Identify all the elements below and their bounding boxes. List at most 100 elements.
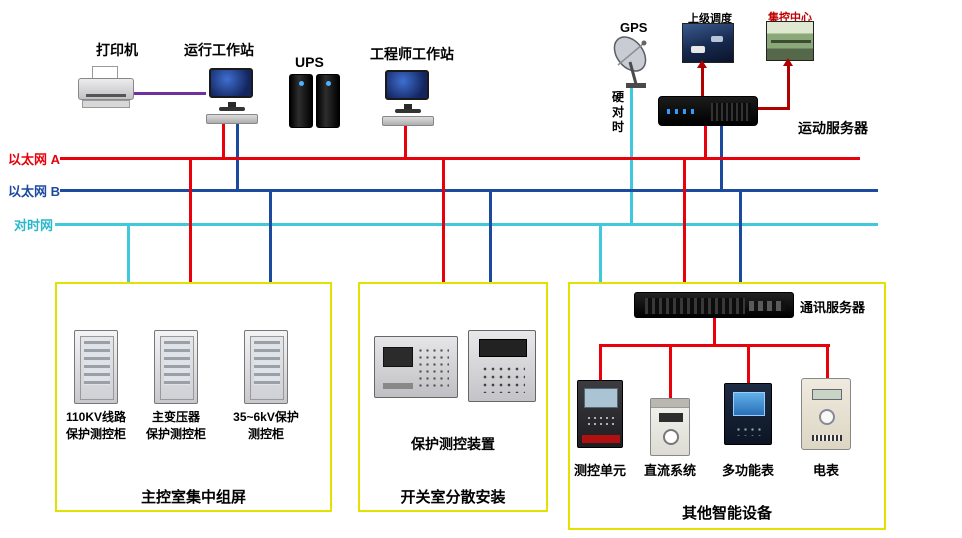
device-dial	[663, 429, 679, 445]
ups-tower	[316, 74, 340, 128]
gps-antenna-icon	[606, 32, 660, 90]
server-to-dispatch-line	[701, 66, 704, 96]
drop-right-ethernet-b	[739, 190, 742, 292]
drop-energy-meter	[826, 344, 829, 378]
cabinet-35kv-label: 35~6kV保护 测控柜	[233, 410, 299, 441]
device-keys	[586, 415, 616, 429]
device-dial	[819, 409, 835, 425]
keyboard	[206, 114, 258, 124]
time-net-label: 对时网	[14, 218, 54, 233]
operator-workstation-icon	[206, 68, 258, 126]
dispatch-label: 上级调度	[688, 13, 732, 25]
server-leds	[667, 109, 697, 114]
measuring-unit-label: 测控单元	[573, 463, 626, 478]
comm-server-down-line	[713, 318, 716, 345]
ups-label: UPS	[295, 54, 324, 70]
drop-left-time-net	[127, 224, 130, 282]
ups-icon	[288, 72, 342, 130]
cabinet-transformer-icon	[154, 330, 198, 404]
monitor-neck	[228, 102, 236, 107]
comm-server-label: 通讯服务器	[800, 300, 866, 315]
engineer-workstation-icon	[382, 70, 434, 128]
device-distribution-bus	[599, 344, 830, 347]
right-group-title: 其他智能设备	[681, 505, 772, 522]
drop-measuring-unit	[599, 344, 602, 380]
dc-system-icon	[650, 398, 690, 456]
photo-detail	[771, 40, 811, 43]
printer-slot	[86, 94, 126, 97]
telecontrol-server-icon	[658, 96, 758, 126]
server-vents	[711, 103, 751, 121]
energy-meter-label: 电表	[812, 463, 839, 478]
monitor-base	[395, 109, 421, 113]
drop-right-time-net	[599, 224, 602, 282]
server-to-control-center-line-h	[758, 107, 790, 110]
cabinet-110kv-icon	[74, 330, 118, 404]
control-center-photo	[766, 21, 814, 61]
multifunction-meter-icon	[724, 383, 772, 445]
dispatch-photo	[682, 23, 734, 63]
ethernet-a-label: 以太网 A	[8, 152, 61, 167]
drop-left-ethernet-b	[269, 190, 272, 282]
device-screen	[383, 347, 413, 367]
left-group-title: 主控室集中组屏	[140, 489, 246, 506]
server-ports	[749, 301, 785, 311]
comm-server-icon	[634, 292, 794, 318]
cabinet-rack	[84, 341, 110, 385]
dc-system-label: 直流系统	[643, 463, 696, 478]
server-to-ethernet-a-line	[704, 126, 707, 158]
protection-device-label: 保护测控装置	[411, 436, 495, 452]
photo-detail	[711, 36, 723, 42]
printer-workstation-link-line	[134, 92, 206, 95]
cabinet-rack	[254, 341, 280, 385]
ethernet-b-bus-line	[60, 189, 878, 192]
dispatch-arrow-icon	[697, 60, 707, 68]
ethernet-a-bus-line	[60, 157, 860, 160]
device-top	[651, 399, 689, 408]
device-keys	[417, 347, 449, 387]
ethernet-b-label: 以太网 B	[8, 184, 61, 199]
printer-icon	[78, 66, 134, 112]
time-net-bus-line	[55, 223, 878, 226]
device-window	[659, 413, 683, 422]
device-screen	[479, 339, 527, 357]
hard-time-sync-label: 硬 对 时	[611, 90, 624, 134]
device-keys	[735, 426, 763, 436]
telecontrol-server-label: 运动服务器	[798, 120, 868, 136]
device-strip	[383, 383, 413, 389]
multifunction-meter-label: 多功能表	[721, 463, 774, 478]
engineer-ws-to-ethernet-a-line	[404, 126, 407, 158]
device-barcode	[812, 435, 842, 441]
drop-left-ethernet-a	[189, 158, 192, 282]
cabinet-110kv-label: 110KV线路 保护测控柜	[65, 410, 127, 441]
engineer-workstation-label: 工程师工作站	[370, 46, 454, 62]
measuring-unit-icon	[577, 380, 623, 448]
server-vents	[645, 298, 745, 314]
drop-dc-system	[669, 344, 672, 398]
middle-group-title: 开关室分散安装	[400, 489, 506, 506]
printer-label: 打印机	[96, 42, 138, 58]
device-strip	[582, 435, 620, 443]
drop-middle-ethernet-a	[442, 158, 445, 282]
cabinet-transformer-label: 主变压器 保护测控柜	[145, 410, 206, 441]
device-screen	[584, 388, 618, 408]
ups-tower	[289, 74, 313, 128]
device-keys	[481, 365, 525, 393]
protection-device-2-icon	[468, 330, 536, 402]
cabinet-rack	[164, 341, 190, 385]
monitor-base	[219, 107, 245, 111]
device-lcd	[733, 392, 765, 416]
drop-middle-ethernet-b	[489, 190, 492, 282]
device-lcd	[812, 389, 842, 400]
drop-multifunction-meter	[747, 344, 750, 383]
drop-right-ethernet-a	[683, 158, 686, 292]
operator-ws-to-ethernet-a-line	[222, 124, 225, 158]
gps-label: GPS	[620, 20, 648, 35]
server-to-control-center-line-v	[787, 64, 790, 110]
cabinet-35kv-icon	[244, 330, 288, 404]
photo-detail	[691, 46, 705, 53]
operator-workstation-label: 运行工作站	[184, 42, 254, 58]
control-center-arrow-icon	[783, 58, 793, 66]
monitor-neck	[404, 104, 412, 109]
monitor-screen	[209, 68, 253, 98]
